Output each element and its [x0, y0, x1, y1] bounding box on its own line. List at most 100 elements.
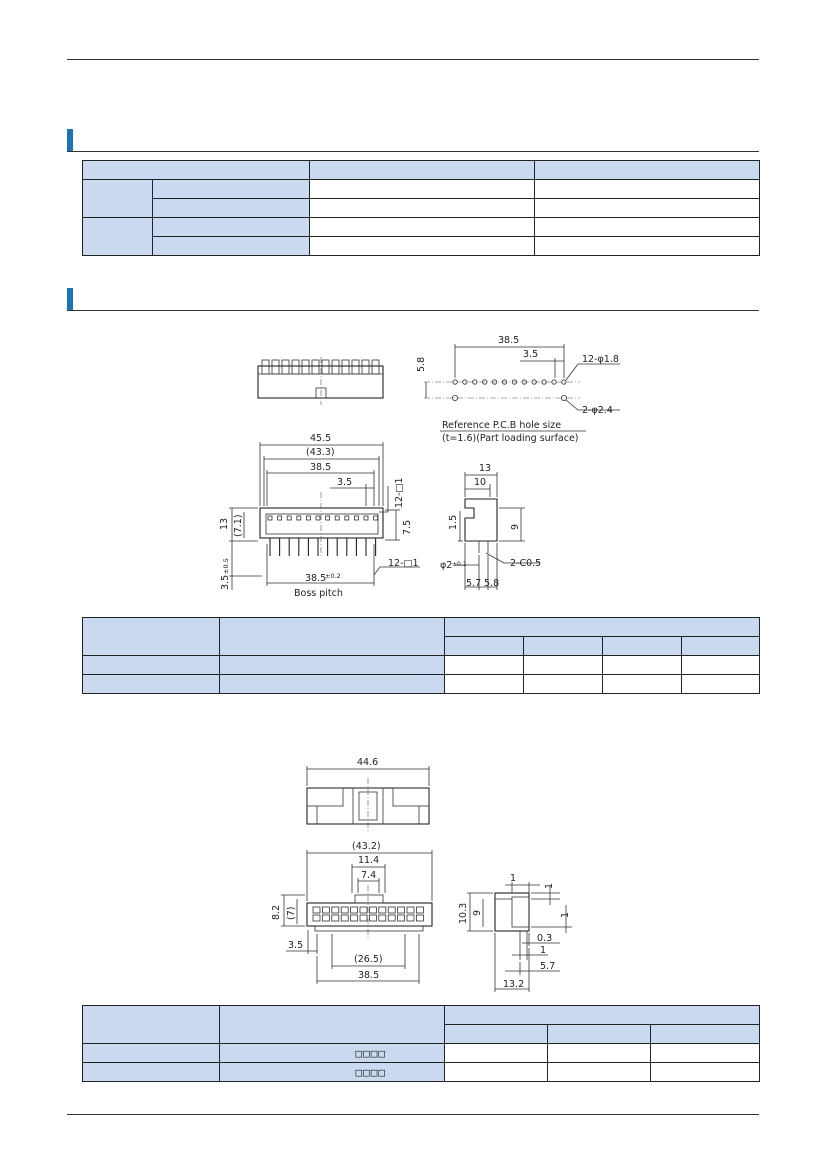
dim-1-b: 1	[544, 883, 555, 889]
drawing-2-front-view: (43.2) 11.4 7.4 8.2 (7) 3.5 (26.5) 38.5	[271, 841, 433, 984]
socket-cell	[406, 914, 415, 922]
table-label-cell	[82, 674, 220, 694]
header-tooth	[301, 359, 310, 375]
dim-13.2: 13.2	[503, 979, 524, 990]
dim-38.5-front: 38.5	[310, 462, 331, 473]
dim-44.6: 44.6	[357, 757, 378, 768]
dim-side-13: 13	[479, 463, 491, 474]
dim-1-c: 1	[560, 912, 571, 918]
header-tooth	[361, 359, 370, 375]
pcb-hole	[511, 379, 518, 385]
table-row	[83, 636, 760, 656]
table-header-cell	[444, 617, 760, 637]
socket-cell	[359, 914, 368, 922]
header-tooth	[371, 359, 380, 375]
table-row: □□□□	[82, 1043, 761, 1063]
table-header-cell	[219, 1005, 445, 1044]
dim-7.1: (7.1)	[233, 514, 244, 537]
part-number-placeholder: □□□□	[355, 1065, 386, 1079]
table-cell	[534, 217, 760, 237]
socket-cell	[368, 906, 377, 914]
header-tooth	[271, 359, 280, 375]
drawing-1-front-view: 45.5 (43.3) 38.5 3.5 12-□1 13 (7.1) 3.5 …	[219, 433, 420, 599]
table-cell	[602, 655, 682, 675]
pcb-hole	[501, 379, 508, 385]
socket-cell	[387, 906, 396, 914]
table-label-cell	[152, 179, 310, 199]
part-number-cell: □□□□	[219, 1043, 445, 1063]
dim-5.8: 5.8	[484, 578, 499, 589]
header-rule	[67, 59, 759, 60]
section-heading-2	[67, 288, 759, 311]
socket-cell	[321, 906, 330, 914]
table-subheader-cell	[547, 1024, 651, 1044]
table-row: □□□□	[82, 1062, 761, 1082]
socket-cell	[415, 914, 424, 922]
table-header-cell	[443, 1005, 761, 1025]
table-cell	[547, 1062, 651, 1082]
boss-pitch-label: Boss pitch	[294, 588, 343, 599]
pin-square	[267, 515, 273, 521]
table-row	[82, 217, 760, 256]
socket-cell	[397, 914, 406, 922]
dim-8.2: 8.2	[271, 905, 282, 920]
pin-square	[363, 515, 369, 521]
dim-1-a: 1	[510, 873, 516, 884]
dim-5.7-socket: 5.7	[540, 961, 555, 972]
pcb-hole	[551, 379, 557, 385]
table-subheader-cell	[444, 636, 524, 656]
socket-cell	[340, 914, 349, 922]
dim-45.5: 45.5	[310, 433, 331, 444]
header-tooth	[331, 359, 340, 375]
pin-square	[344, 515, 350, 521]
table-header-cell	[82, 1005, 220, 1044]
drawing-1-side-view: 13 10 1.5 9 φ2 ±0.1 2-C0.5 5.7 5.8	[440, 463, 541, 590]
section-accent-bar	[67, 288, 73, 310]
dim-12-sq-top: 12-□1	[394, 477, 405, 508]
pcb-hole	[521, 379, 527, 385]
dim-boss-38.5: 38.5	[305, 573, 326, 584]
section-accent-bar	[67, 129, 73, 151]
table-group-cell	[82, 217, 153, 256]
pin-square	[373, 515, 379, 521]
dim-11.4: 11.4	[358, 855, 379, 866]
table-cell	[444, 1043, 548, 1063]
dim-tol-0.5: ±0.5	[222, 558, 230, 574]
pcb-hole	[452, 379, 458, 385]
table-subheader-cell	[681, 636, 760, 656]
pcb-hole	[491, 379, 498, 385]
table-cell	[534, 179, 760, 199]
dim-side-10: 10	[474, 477, 486, 488]
dim-1-d: 1	[540, 945, 546, 956]
socket-cell	[350, 914, 359, 922]
table-header-cell	[534, 160, 760, 180]
table-label-cell	[152, 236, 310, 256]
pcb-hole	[561, 379, 567, 385]
table-cell	[523, 674, 603, 694]
table-label-cell	[82, 655, 220, 675]
drawing-2-top-view: 44.6	[306, 757, 430, 832]
drawing-1-pcb-layout: 38.5 5.8 3.5 12-φ1.8 2-φ2.4 Reference P.…	[416, 335, 620, 444]
table-header-cell	[219, 617, 445, 656]
table-header-cell	[82, 160, 310, 180]
socket-cell	[340, 906, 349, 914]
socket-cell	[321, 914, 330, 922]
table-cell	[534, 198, 760, 218]
socket-cell	[387, 914, 396, 922]
socket-cell	[331, 906, 340, 914]
dim-tol-0.2: ±0.2	[325, 572, 341, 580]
table-header-cell	[82, 617, 220, 656]
table-row	[82, 179, 760, 218]
footer-rule	[67, 1114, 759, 1115]
dim-12-sq-bottom: 12-□1	[388, 558, 419, 569]
table-label-cell	[219, 655, 445, 675]
dim-13: 13	[219, 518, 230, 530]
socket-cell	[415, 906, 424, 914]
pcb-hole	[482, 379, 488, 385]
table-row	[82, 617, 760, 656]
table-cell	[309, 217, 535, 237]
header-tooth	[311, 359, 320, 375]
socket-cell	[368, 914, 377, 922]
table-group-cell	[82, 179, 153, 218]
